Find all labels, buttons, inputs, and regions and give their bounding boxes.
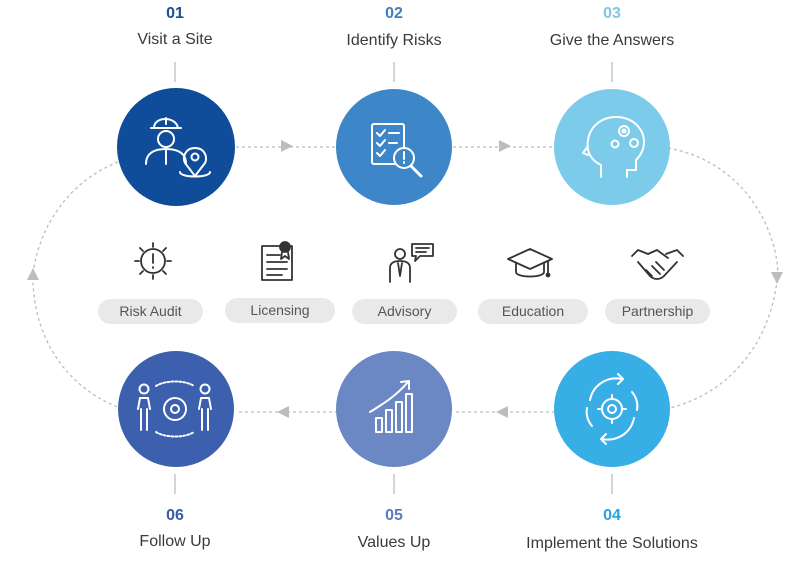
team-gear-icon [137,380,212,438]
head-gears-icon [582,116,645,178]
arrow-right-icon [281,140,293,152]
service-pill-advisory: Advisory [352,299,457,324]
service-pill-education: Education [478,299,588,324]
step-circle-04 [554,351,670,467]
step-number-02: 02 [385,5,403,22]
arrow-up-icon [27,268,39,280]
step-label-03: Give the Answers [549,32,675,49]
service-pill-risk-audit: Risk Audit [98,299,203,324]
service-pill-partnership: Partnership [605,299,710,324]
connector-left-arc [32,161,121,409]
cycle-gear-icon [585,373,639,445]
step-number-03: 03 [603,5,621,22]
connector-right-arc [667,147,779,409]
step-label-04: Implement the Solutions [526,535,698,552]
step-number-01: 01 [166,5,184,22]
gear-alert-icon [134,242,172,280]
step-circle-02 [336,89,452,205]
arrowheads [27,140,783,418]
step-label-01: Visit a Site [137,31,213,48]
step-circle-01 [117,88,235,206]
step-number-05: 05 [385,507,403,524]
step-label-05: Values Up [357,534,431,551]
advisor-speech-icon [389,243,434,283]
step-label-06: Follow Up [139,533,211,550]
arrow-left-icon [277,406,289,418]
step-circle-06 [118,351,234,467]
certificate-icon [261,241,293,281]
growth-chart-icon [369,380,413,433]
step-label-02: Identify Risks [346,32,442,49]
engineer-location-icon [145,117,211,178]
arrow-right-icon [499,140,511,152]
arrow-down-icon [771,272,783,284]
handshake-icon [631,249,684,280]
step-circle-05 [336,351,452,467]
checklist-search-icon [371,123,423,178]
arrow-left-icon [496,406,508,418]
graduation-cap-icon [507,248,553,278]
step-number-06: 06 [166,507,184,524]
step-number-04: 04 [603,507,621,524]
service-pill-licensing: Licensing [225,298,335,323]
